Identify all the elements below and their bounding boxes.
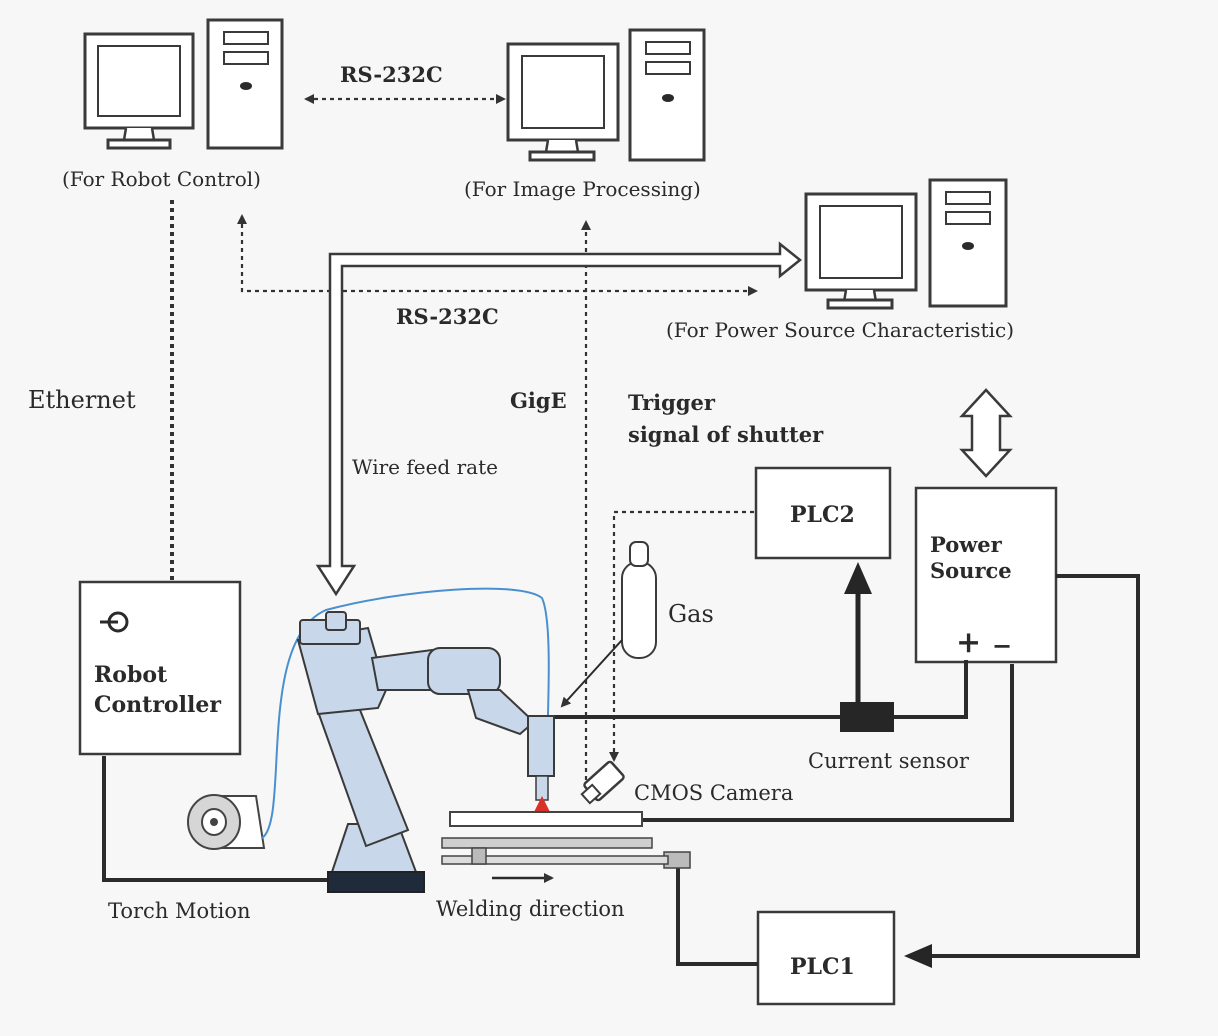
power-minus-terminal: − — [992, 631, 1012, 660]
power-pc-double-arrow — [959, 388, 1013, 478]
pc-power-label: (For Power Source Characteristic) — [666, 318, 1014, 342]
rs232-mid-label: RS-232C — [396, 304, 499, 329]
welding-direction-label: Welding direction — [436, 897, 625, 921]
workpiece-plate — [449, 811, 643, 827]
rs232-mid-link — [237, 214, 758, 296]
pc-image-label: (For Image Processing) — [464, 177, 701, 201]
power-to-plc1-wire — [930, 574, 1140, 958]
camera-icon — [580, 760, 625, 805]
robot-controller-label-2: Controller — [94, 692, 221, 718]
pc-robot-control — [83, 18, 284, 150]
torch-motion-label: Torch Motion — [108, 899, 251, 923]
robot-controller-label-1: Robot — [94, 662, 168, 688]
rs232-top-label: RS-232C — [340, 62, 443, 87]
gige-label: GigE — [510, 388, 567, 413]
power-plus-terminal: + — [956, 625, 981, 660]
tower-icon — [928, 178, 1008, 308]
gas-cylinder-icon — [621, 541, 657, 659]
wire-feed-arrow — [315, 241, 803, 597]
monitor-icon — [83, 32, 195, 150]
plc1-label: PLC1 — [790, 954, 855, 980]
plc1-box — [756, 910, 896, 1006]
welding-arc — [534, 796, 550, 812]
trigger-link — [609, 510, 754, 762]
gas-label: Gas — [668, 600, 714, 628]
robot-arm-icon — [296, 611, 555, 893]
cmos-camera-label: CMOS Camera — [634, 781, 793, 805]
current-sensor-label: Current sensor — [808, 749, 970, 773]
ethernet-label: Ethernet — [28, 386, 136, 414]
pc-image-processing — [506, 28, 706, 162]
torch-motion-wire — [102, 756, 340, 882]
plc2-box — [754, 466, 892, 560]
power-source-label-1: Power — [930, 532, 1003, 557]
wire-spool-icon — [187, 794, 266, 850]
tower-icon — [206, 18, 284, 150]
trigger-label-1: Trigger — [628, 390, 716, 415]
tower-icon — [628, 28, 706, 162]
minus-to-work-wire — [640, 664, 1014, 822]
robot-controller-box — [78, 580, 242, 756]
current-sensor — [840, 702, 894, 732]
monitor-icon — [506, 42, 620, 162]
plc2-label: PLC2 — [790, 502, 855, 528]
wire-feed-label: Wire feed rate — [352, 455, 498, 479]
rail-to-plc1-wire — [676, 868, 758, 966]
rail-lower — [441, 855, 669, 865]
monitor-icon — [804, 192, 918, 310]
pc-robot-label: (For Robot Control) — [62, 167, 261, 191]
trigger-label-2: signal of shutter — [628, 422, 824, 447]
rail-upper — [441, 837, 653, 849]
gas-supply-line — [560, 639, 623, 708]
feed-wire — [261, 587, 550, 839]
power-symbol-icon — [100, 611, 129, 633]
power-source-box — [914, 486, 1058, 664]
power-source-label-2: Source — [930, 558, 1012, 583]
pc-power-characteristic — [804, 178, 1008, 310]
